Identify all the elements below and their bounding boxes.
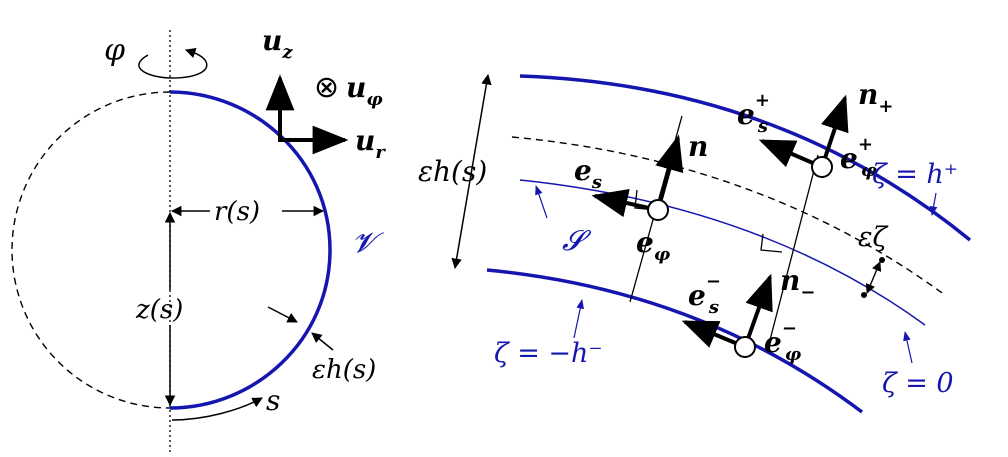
volume-label: 𝓥 [352,226,384,259]
axis-out-of-plane-symbol: ⊗ [314,70,339,105]
inner-surface-point [734,336,756,358]
outer-surface-label: ζ = h⁺ [872,159,958,190]
offset-arrow [865,261,882,294]
offset-dot-bottom [861,292,867,298]
inner-surface-pointer [573,299,584,339]
midsurface-pointer [535,185,548,219]
outer-surface-pointer [929,192,938,216]
radius-label: r(s) [214,197,260,227]
outer-normal-label: n+ [858,78,893,117]
inner-normal-vector [743,273,773,348]
outer-surface-curve [519,74,972,242]
right-angle-mark-right [760,233,783,253]
mid-surface-zeta-label: ζ = 0 [882,368,954,399]
rotation-arrow [138,48,208,79]
inner-normal-label: n− [780,264,815,303]
height-label: z(s) [135,295,183,325]
inner-surface-label: ζ = −h⁻ [494,338,603,369]
azimuth-symbol: φ [104,33,125,68]
outer-normal-vector [820,94,849,168]
thickness-label: εh(s) [418,155,487,188]
shell-profile-curve [169,90,332,410]
arclength-label: s [266,384,280,417]
reference-dashed-curve [511,136,946,296]
thickness-label: εh(s) [312,355,376,385]
outer-tangent-label: e+s [737,90,770,137]
axis-uz-label: uz [262,24,293,63]
thickness-arrow-inner [311,332,334,351]
mid-tangent-label: es [574,154,602,193]
right-figure: εh(s) 𝓢 n es eφ n+ e+s e+φ n− e−s e−φ ζ … [418,73,972,414]
inner-azimuthal-label: e−φ [764,318,802,365]
thickness-arrow [451,73,492,270]
thickness-arrow-outer [267,306,298,323]
inner-surface-curve [486,268,864,414]
mid-azimuthal-label: eφ [636,226,671,265]
offset-label: εζ [858,222,888,253]
offset-dot-top [879,257,885,263]
outer-surface-point [811,156,833,178]
mid-surface-pointer [903,331,913,364]
arclength-arrow [171,397,263,421]
axis-uphi-label: uφ [346,71,383,110]
mid-surface-point [647,199,669,221]
dashed-reflected-profile [11,91,171,409]
midsurface-label: 𝓢 [562,224,592,257]
axis-ur-label: ur [355,124,386,163]
mid-normal-vector [655,134,684,211]
outer-azimuthal-label: e+φ [840,134,878,181]
inner-tangent-label: e−s [688,271,721,318]
normal-line-right [769,154,819,341]
mid-normal-label: n [688,130,708,163]
left-figure: φ uz ⊗ uφ ur r(s) z(s) 𝓥 εh(s) s [11,24,386,455]
mid-surface-curve [519,179,926,326]
